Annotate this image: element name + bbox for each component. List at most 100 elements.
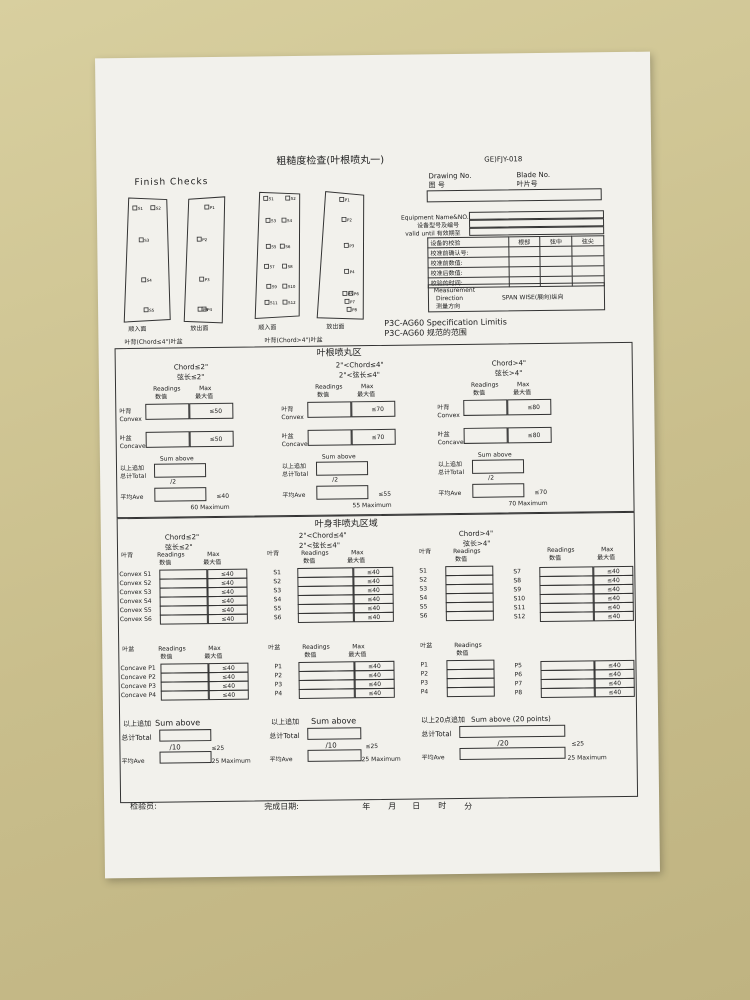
np-c3-p2-row-label: P5: [514, 662, 522, 670]
calibration-cell[interactable]: [540, 256, 573, 267]
calibration-cell[interactable]: [540, 246, 573, 257]
peened-ave-input-3[interactable]: [472, 483, 525, 498]
peened-readings-1: Readings: [153, 385, 181, 393]
measure-point-marker: [266, 283, 272, 289]
peened-concave-max-value-3: ≤80: [527, 432, 541, 440]
measure-point-label: S4: [287, 218, 293, 223]
measure-point-marker: [132, 205, 138, 211]
measure-point-label: P5: [348, 291, 353, 296]
np-le25-1: ≤25: [211, 744, 225, 753]
np-c3-p-reading-cell[interactable]: [446, 686, 495, 698]
np-convex-label-3: 叶背: [419, 548, 432, 556]
peened-concave-reading-3[interactable]: [463, 427, 508, 444]
measure-point-label: S2: [291, 196, 297, 201]
np-c3-s2-row-label: S11: [513, 604, 526, 612]
peened-max-2: Max: [360, 383, 374, 391]
measure-point-marker: [282, 299, 288, 305]
measure-point-label: P4: [350, 269, 355, 274]
peened-total-label-2: 总计Total: [282, 470, 309, 479]
concave-side-label: 放出面: [190, 325, 209, 333]
calibration-cell[interactable]: [572, 255, 605, 267]
measure-point-marker: [138, 237, 144, 243]
calibration-cell[interactable]: [508, 266, 541, 277]
peened-total-label-3: 总计Total: [438, 468, 465, 477]
np-total-label-1: 总计Total: [121, 733, 152, 743]
calibration-cell[interactable]: [572, 265, 605, 277]
np-c3-s-row-label: S6: [419, 612, 428, 620]
np-ave-input-3[interactable]: [459, 746, 566, 761]
np-concave-label-2: 叶盆: [268, 644, 281, 652]
np-ave-label-1: 平均Ave: [121, 757, 145, 766]
peened-ave-max-2: ≤55: [378, 490, 392, 498]
peened-readings-2: Readings: [315, 383, 343, 391]
np-sum-label-2: 以上追加: [271, 717, 300, 727]
direction-label-cn: 测量方向: [436, 302, 461, 311]
peened-convex-reading-2[interactable]: [307, 401, 352, 418]
peened-concave-reading-2[interactable]: [307, 429, 352, 446]
np-sum-above-2: Sum above: [311, 716, 357, 726]
concave-side-label-2: 放出面: [326, 323, 345, 331]
np-c1-s-row-label: Convex S1: [119, 570, 152, 579]
valid-until-field[interactable]: [469, 226, 605, 236]
peened-total-input-2[interactable]: [315, 461, 369, 476]
peened-readings-3: Readings: [470, 381, 499, 389]
np-ave-input-1[interactable]: [159, 751, 212, 764]
np-total-input-3[interactable]: [459, 724, 566, 739]
peened-chord-cn-1: 弦长≤2": [176, 373, 205, 382]
measure-point-marker: [341, 216, 347, 222]
calibration-cell[interactable]: [571, 245, 604, 257]
np-c3-p-row-label: P2: [420, 670, 429, 678]
peened-max-3: Max: [516, 381, 530, 389]
measure-point-label: P1: [210, 205, 215, 210]
np-ave-label-3: 平均Ave: [421, 754, 445, 762]
measure-point-label: S12: [288, 300, 296, 305]
drawing-no-label-cn: 图 号: [428, 181, 445, 190]
np-c2-s-reading-cell[interactable]: [297, 612, 354, 623]
peened-total-input-1[interactable]: [153, 463, 207, 478]
peened-sum-label-2: 以上追加: [281, 462, 307, 471]
measure-point-marker: [342, 290, 348, 296]
drawing-blade-no-field[interactable]: [426, 188, 602, 203]
peened-ave-label-3: 平均Ave: [438, 489, 462, 498]
np-chord-2-cn: 2"<弦长≤4": [298, 541, 341, 550]
form-title: 粗糙度检查(叶根喷丸一): [276, 154, 385, 168]
np-chord-2: 2"<Chord≤4": [298, 531, 347, 540]
np-c3-s-reading-cell[interactable]: [445, 610, 494, 622]
peened-convex-reading-1[interactable]: [145, 403, 190, 420]
np-c2-s-readings-cn: 数值: [303, 557, 316, 565]
month-label: 月: [388, 801, 397, 811]
np-total-input-2[interactable]: [307, 727, 362, 740]
calibration-cell[interactable]: [508, 256, 541, 267]
np-c1-p-reading-cell[interactable]: [160, 690, 209, 701]
np-ave-input-2[interactable]: [307, 749, 362, 762]
peened-ave-input-2[interactable]: [316, 485, 369, 500]
peened-total-label-1: 总计Total: [120, 472, 147, 481]
calibration-cell[interactable]: [540, 266, 573, 277]
np-c1-p-row-label: Concave P1: [120, 664, 156, 673]
peened-convex-max-value-3: ≤80: [527, 404, 541, 412]
measure-point-marker: [282, 283, 288, 289]
np-c2-s-max-header: Max: [351, 549, 364, 557]
peened-convex-reading-3[interactable]: [463, 399, 508, 416]
peened-ave-input-1[interactable]: [154, 487, 207, 502]
np-c1-s-reading-cell[interactable]: [159, 614, 208, 625]
np-c3-p2-reading-cell[interactable]: [540, 687, 595, 699]
np-total-input-1[interactable]: [159, 729, 212, 742]
measure-point-marker: [344, 268, 350, 274]
peened-sum-above-1: Sum above: [159, 455, 194, 463]
calibration-cell[interactable]: [508, 246, 541, 257]
np-c2-p-reading-cell[interactable]: [298, 688, 355, 699]
np-c3-p-readings-cn: 数值: [456, 649, 469, 658]
peened-max-cn-2: 最大值: [357, 391, 376, 399]
np-c2-s-row-label: S2: [273, 578, 282, 586]
np-c1-p-max-header: Max: [208, 644, 221, 653]
measure-point-label: P2: [202, 237, 207, 242]
peened-total-input-3[interactable]: [471, 459, 525, 474]
measure-point-marker: [141, 277, 147, 283]
measure-point-marker: [282, 263, 287, 269]
np-total-label-3: 总计Total: [421, 730, 452, 739]
np-c1-p-readings-header: Readings: [158, 645, 186, 653]
measure-point-label: S5: [271, 244, 277, 249]
np-c3-s2-reading-cell[interactable]: [539, 611, 594, 623]
peened-concave-reading-1[interactable]: [145, 431, 190, 448]
